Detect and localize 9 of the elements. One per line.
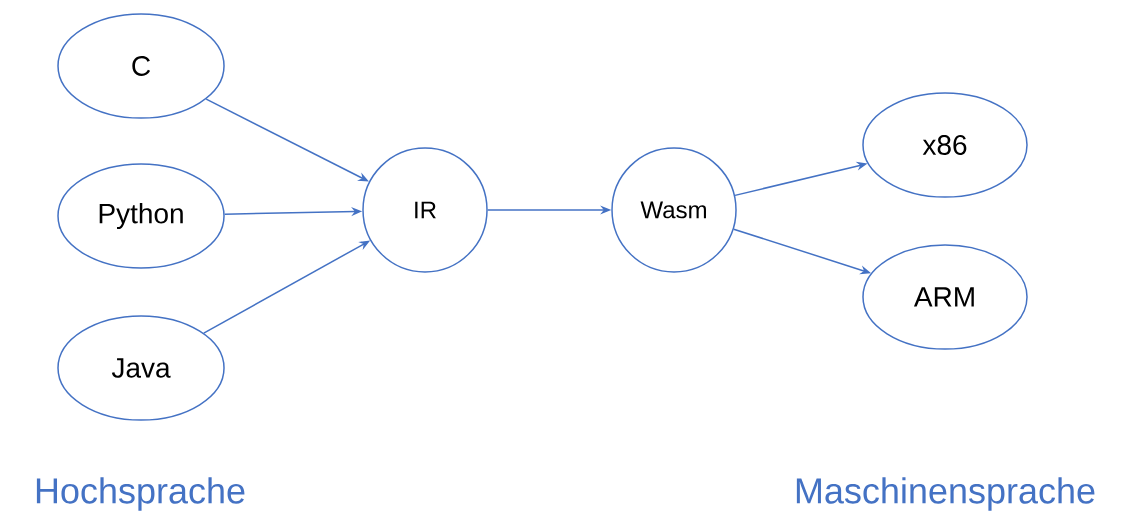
- circle-node: Wasm: [611, 147, 737, 273]
- ellipse-node: ARM: [862, 244, 1028, 350]
- group-label: Hochsprache: [36, 477, 245, 511]
- group-label: Maschinensprache: [796, 477, 1095, 511]
- ellipse-node: Java: [57, 315, 225, 421]
- ellipse-node: x86: [862, 92, 1028, 198]
- circle-node: IR: [362, 147, 488, 273]
- ellipse-node: Python: [57, 163, 225, 269]
- ellipse-node: C: [57, 13, 225, 119]
